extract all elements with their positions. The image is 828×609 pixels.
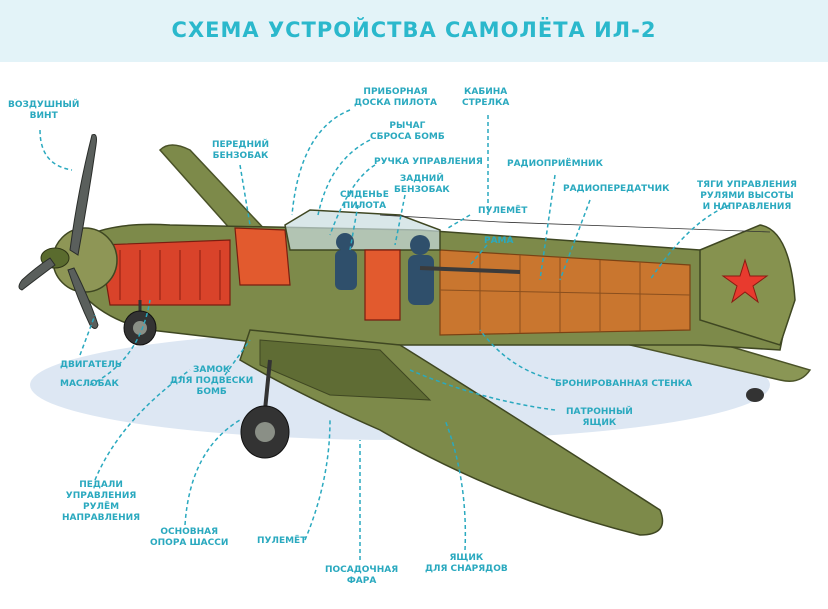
label-machine-gun-top: ПУЛЕМЁТ (478, 206, 528, 216)
rear-tank (364, 249, 401, 321)
main-gear-strut (263, 359, 272, 411)
frame-ribs (439, 252, 691, 334)
main-wheel-hub (255, 422, 275, 442)
pilot-head (336, 233, 354, 251)
front-wheel-hub (133, 321, 147, 335)
label-frame: РАМА (484, 236, 514, 246)
propeller-blade-top (69, 134, 97, 256)
rear-machine-gun (419, 266, 521, 274)
antenna-wire (379, 214, 771, 233)
label-engine: ДВИГАТЕЛЬ (60, 360, 122, 370)
label-radio-transmitter: РАДИОПЕРЕДАТЧИК (563, 184, 670, 194)
callout-lines (39, 109, 731, 560)
label-machine-gun-bottom: ПУЛЕМЁТ (257, 536, 307, 546)
gunner-head (410, 235, 430, 255)
page-title: СХЕМА УСТРОЙСТВА САМОЛЁТА ИЛ-2 (171, 18, 657, 42)
header-band (0, 0, 828, 62)
red-star-insignia (721, 258, 769, 304)
label-radio-receiver: РАДИОПРИЁМНИК (507, 159, 603, 169)
label-oil-tank: МАСЛОБАК (60, 379, 119, 389)
wing-cutaway (259, 339, 432, 401)
front-tank (234, 227, 291, 286)
canopy (284, 209, 441, 251)
label-control-stick: РУЧКА УПРАВЛЕНИЯ (374, 157, 483, 167)
pilot-body (335, 250, 357, 290)
gunner-body (408, 255, 434, 305)
tail-wheel (746, 388, 764, 402)
engine-cylinders (119, 250, 221, 300)
label-armored-wall: БРОНИРОВАННАЯ СТЕНКА (555, 379, 693, 389)
upper-wing (158, 144, 272, 241)
propeller-blade-left (18, 257, 56, 291)
engine-block (99, 239, 231, 306)
propeller-blade-bottom (67, 267, 99, 329)
